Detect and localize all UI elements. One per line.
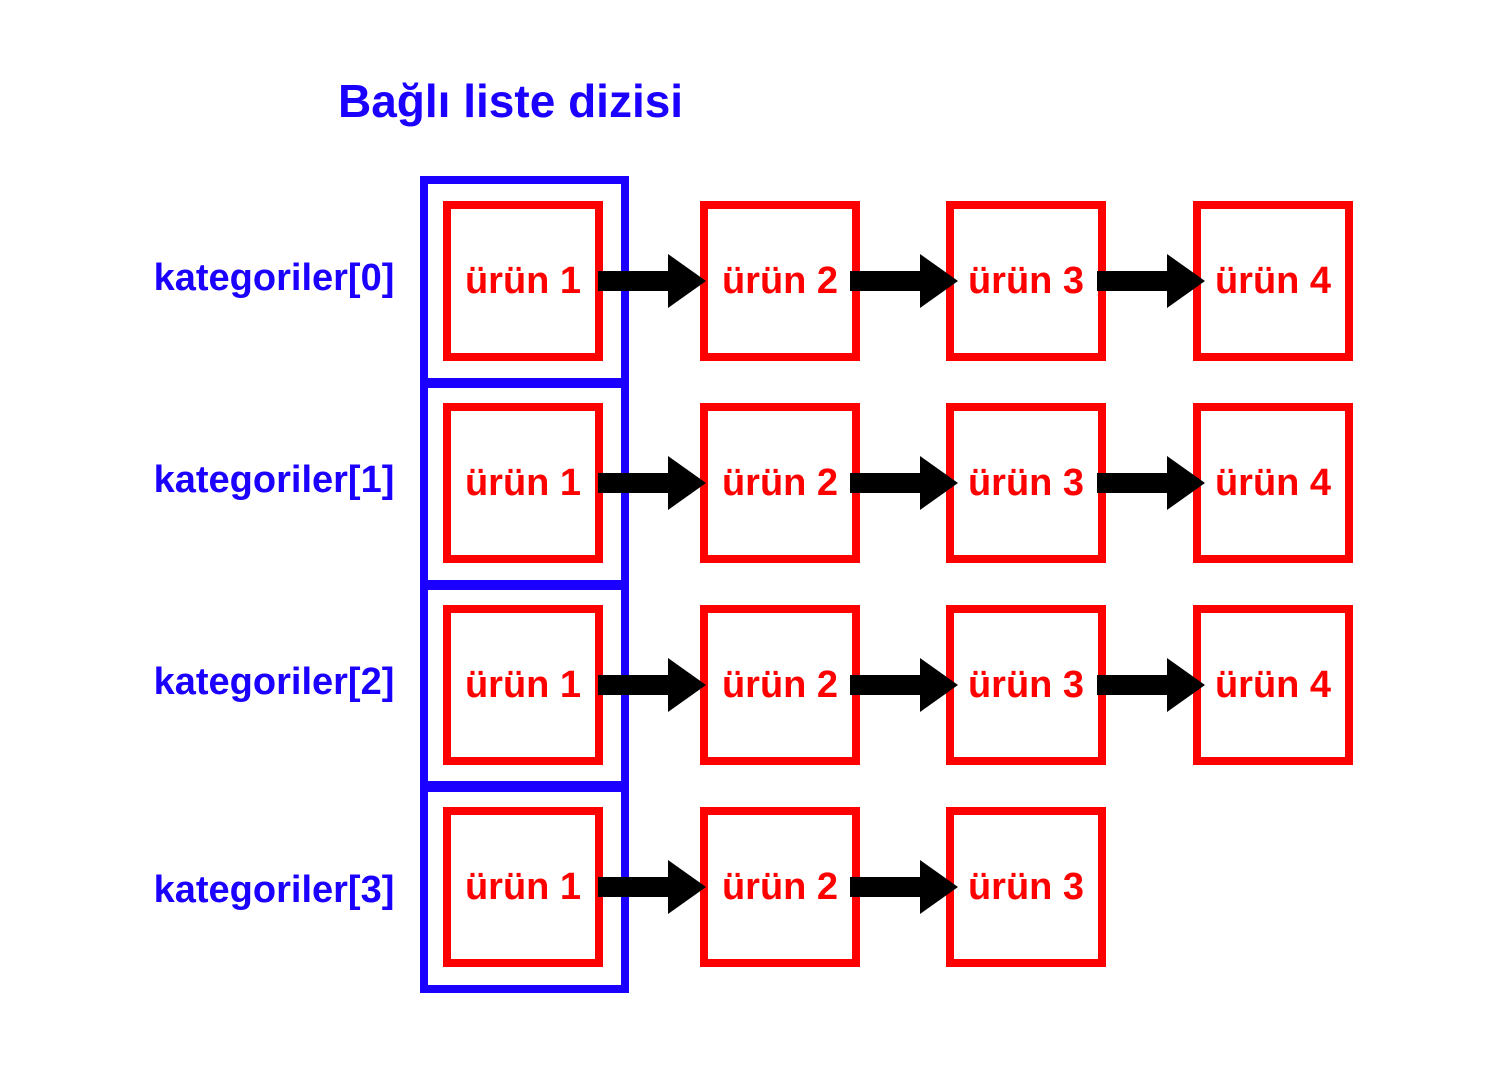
arrow-shape <box>598 658 706 712</box>
node-label: ürün 4 <box>1214 260 1332 302</box>
node-label: ürün 4 <box>1214 664 1332 706</box>
node-0-3: ürün 3 <box>946 201 1106 361</box>
arrow-icon <box>850 658 958 712</box>
arrow-shape <box>1097 658 1205 712</box>
arrow-icon <box>598 254 706 308</box>
node-label: ürün 2 <box>721 260 839 302</box>
node-1-4: ürün 4 <box>1193 403 1353 563</box>
arrow-icon <box>1097 254 1205 308</box>
node-label: ürün 2 <box>721 664 839 706</box>
node-0-2: ürün 2 <box>700 201 860 361</box>
node-label: ürün 2 <box>721 462 839 504</box>
node-0-1: ürün 1 <box>443 201 603 361</box>
arrow-icon <box>1097 658 1205 712</box>
node-label: ürün 3 <box>967 866 1085 908</box>
row-label-3: kategoriler[3] <box>153 869 395 911</box>
row-label-0: kategoriler[0] <box>153 257 395 299</box>
arrow-shape <box>850 860 958 914</box>
diagram-title: Bağlı liste dizisi <box>338 75 684 127</box>
arrow-icon <box>598 456 706 510</box>
node-1-1: ürün 1 <box>443 403 603 563</box>
row-label-1: kategoriler[1] <box>153 459 395 501</box>
node-1-3: ürün 3 <box>946 403 1106 563</box>
arrow-icon <box>850 456 958 510</box>
node-3-3: ürün 3 <box>946 807 1106 967</box>
node-2-4: ürün 4 <box>1193 605 1353 765</box>
node-label: ürün 1 <box>464 866 582 908</box>
node-2-3: ürün 3 <box>946 605 1106 765</box>
arrow-icon <box>1097 456 1205 510</box>
arrow-shape <box>1097 456 1205 510</box>
arrow-shape <box>1097 254 1205 308</box>
arrow-icon <box>598 658 706 712</box>
node-label: ürün 3 <box>967 664 1085 706</box>
arrow-icon <box>850 254 958 308</box>
row-label-2: kategoriler[2] <box>153 661 395 703</box>
node-0-4: ürün 4 <box>1193 201 1353 361</box>
arrow-icon <box>598 860 706 914</box>
node-label: ürün 3 <box>967 260 1085 302</box>
node-label: ürün 1 <box>464 462 582 504</box>
node-label: ürün 4 <box>1214 462 1332 504</box>
node-3-2: ürün 2 <box>700 807 860 967</box>
node-1-2: ürün 2 <box>700 403 860 563</box>
arrow-shape <box>598 860 706 914</box>
arrow-shape <box>598 254 706 308</box>
arrow-shape <box>850 658 958 712</box>
node-2-1: ürün 1 <box>443 605 603 765</box>
node-label: ürün 3 <box>967 462 1085 504</box>
node-label: ürün 2 <box>721 866 839 908</box>
arrow-icon <box>850 860 958 914</box>
arrow-shape <box>598 456 706 510</box>
node-label: ürün 1 <box>464 664 582 706</box>
node-2-2: ürün 2 <box>700 605 860 765</box>
arrow-shape <box>850 456 958 510</box>
node-label: ürün 1 <box>464 260 582 302</box>
node-3-1: ürün 1 <box>443 807 603 967</box>
arrow-shape <box>850 254 958 308</box>
